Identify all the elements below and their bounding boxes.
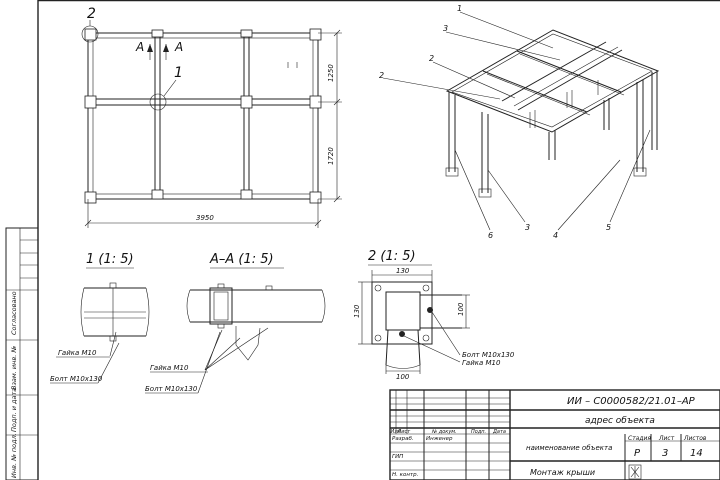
sectionaa-nut: Гайка М10	[150, 364, 189, 372]
side-stamp: Согласовано Взам. инв. № Подп. и дата Ин…	[5, 227, 39, 480]
detail2-dim-bottom: 100	[396, 373, 410, 381]
detail2-bolt: Болт М10х130	[462, 351, 515, 359]
title-stage-value: Р	[634, 448, 641, 459]
detail1-title: 1 (1: 5)	[86, 252, 134, 267]
detail2-nut: Гайка М10	[462, 359, 501, 367]
plan-callout-2: 2	[87, 6, 96, 22]
detail2-dim-left: 130	[353, 304, 361, 318]
iso-callout-4: 4	[553, 231, 558, 240]
plan-dim-width: 3950	[196, 214, 214, 222]
title-row-norm: Н. контр.	[392, 472, 419, 478]
side-stamp-replace: Взам. инв. №	[10, 346, 18, 390]
title-object-name: наименование объекта	[526, 444, 612, 452]
title-address: адрес объекта	[585, 416, 655, 426]
title-row-developed-name: Инженер	[426, 436, 453, 442]
detail-1: 1 (1: 5) Гайка М10 Болт М10х130	[50, 252, 150, 384]
plan-dim-top: 1250	[327, 64, 335, 82]
title-col-sign: Подп.	[471, 429, 486, 435]
iso-callout-6: 6	[488, 231, 493, 240]
iso-callout-5: 5	[606, 223, 611, 232]
title-stage-label: Стадия	[628, 435, 651, 442]
title-sheets-label: Листов	[683, 435, 707, 442]
section-aa: А–А (1: 5) Гайка М10 Болт М10х130	[145, 252, 326, 394]
iso-callout-2a: 2	[429, 54, 434, 63]
plan-joint-plates	[84, 28, 322, 204]
title-col-date: Дата	[492, 429, 506, 435]
title-block: ИИ – С0000582/21.01–АР адрес объекта Изм…	[389, 389, 720, 480]
detail1-bolt: Болт М10х130	[50, 375, 103, 383]
side-stamp-inventory: Инв. № подл.	[10, 433, 18, 478]
plan-callout-1: 1	[174, 65, 183, 81]
iso-callout-2b: 2	[379, 71, 384, 80]
title-doc-code: ИИ – С0000582/21.01–АР	[567, 396, 696, 407]
detail-2: 2 (1: 5) 130 130 100 100	[353, 249, 515, 381]
isometric-view: 1 3 2 2 6 3 4 5	[379, 4, 660, 240]
title-col-docnum: № докум.	[431, 429, 457, 435]
side-stamp-sign-date: Подп. и дата	[10, 388, 18, 432]
sectionaa-bolt: Болт М10х130	[145, 385, 198, 393]
title-sheet-label: Лист	[658, 435, 675, 442]
title-row-developed: Разраб.	[392, 436, 414, 442]
sectionaa-title: А–А (1: 5)	[209, 252, 274, 267]
iso-callout-3: 3	[443, 24, 448, 33]
plan-dim-bottom: 1720	[327, 147, 335, 165]
section-letter-left: A	[135, 40, 144, 54]
section-letter-right: A	[174, 40, 183, 54]
title-col-change: Изм	[391, 429, 401, 435]
iso-leaders	[382, 11, 651, 231]
detail1-nut: Гайка М10	[58, 349, 97, 357]
iso-posts	[445, 72, 658, 198]
detail2-dim-right: 100	[457, 302, 465, 316]
iso-callout-3b: 3	[525, 223, 530, 232]
side-stamp-agreed: Согласовано	[10, 291, 18, 335]
company-logo-icon	[628, 464, 642, 480]
title-row-gip: ГИП	[392, 454, 403, 460]
iso-callout-1: 1	[457, 4, 462, 13]
title-sheets-value: 14	[690, 448, 703, 459]
detail2-dim-top: 130	[396, 267, 410, 275]
plan-view: 2 1 A A 3950 1250 1720	[81, 6, 342, 228]
title-sheet-name: Монтаж крыши	[530, 468, 595, 477]
detail2-title: 2 (1: 5)	[368, 249, 416, 264]
title-sheet-value: 3	[662, 448, 668, 459]
title-col-sheet: Лист	[397, 429, 412, 435]
